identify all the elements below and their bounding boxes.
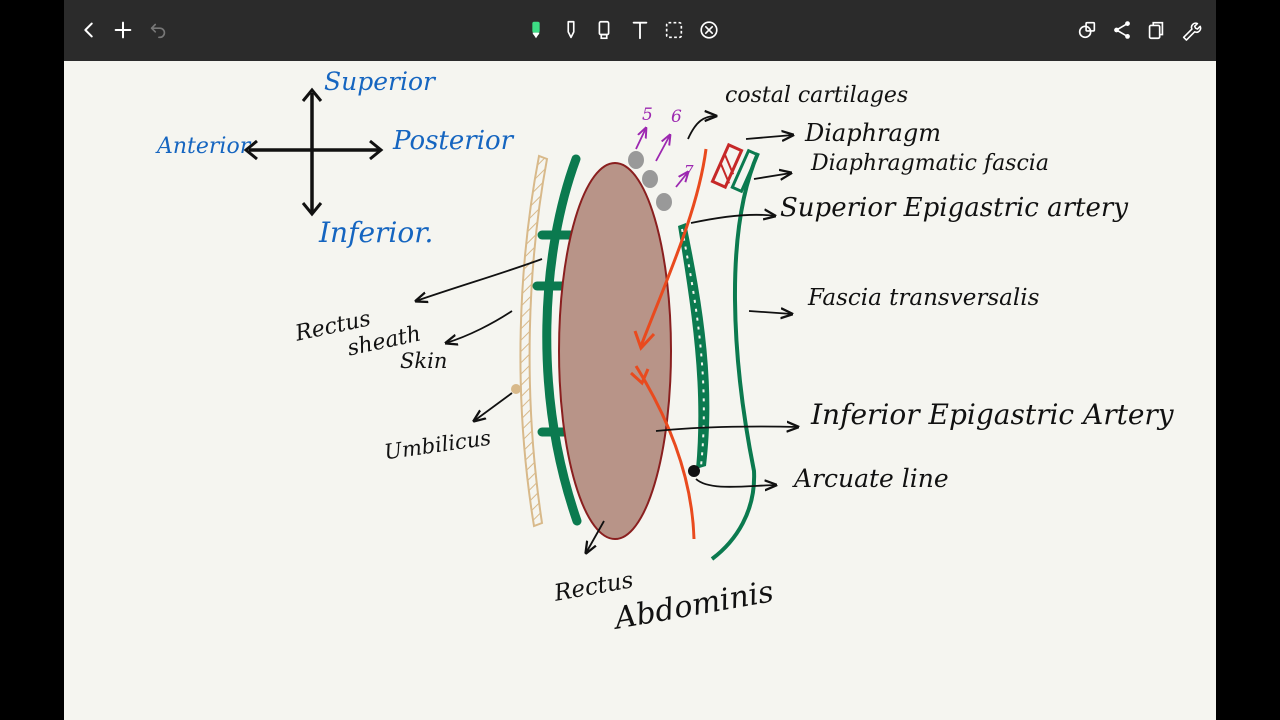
rib-number-7: 7 [684,162,694,180]
marker-icon[interactable] [556,15,586,45]
eraser-icon[interactable] [694,15,724,45]
rib-number-5: 5 [642,105,653,125]
orientation-cross [243,87,384,217]
diaphragmatic-fascia [730,148,760,194]
copy-icon[interactable] [1141,15,1171,45]
note-canvas[interactable]: Superior Anterior Posterior Inferior. 5 … [64,61,1216,720]
label-anterior: Anterior [157,134,251,159]
undo-icon[interactable] [143,15,173,45]
pen-icon[interactable] [521,15,551,45]
label-posterior: Posterior [393,126,514,156]
label-pointers [416,116,798,553]
superior-epigastric-artery [639,148,708,347]
share-icon[interactable] [1107,15,1137,45]
label-costal-cartilages: costal cartilages [725,83,909,108]
label-skin: Skin [400,349,448,373]
text-icon[interactable] [625,15,655,45]
label-diaphragm: Diaphragm [805,119,941,147]
label-superior: Superior [324,67,435,96]
highlighter-icon[interactable] [589,15,619,45]
fascia-transversalis [710,152,760,561]
anatomy-drawing [243,87,1216,561]
label-inferior: Inferior. [319,216,434,249]
rib-number-6: 6 [671,107,682,127]
umbilicus-marker [511,384,521,394]
add-icon[interactable] [108,15,138,45]
label-diaphragmatic-fascia: Diaphragmatic fascia [811,151,1049,176]
wrench-icon[interactable] [1176,15,1206,45]
rectus-abdominis-muscle [558,162,672,540]
shapes-icon[interactable] [1072,15,1102,45]
label-fascia-transversalis: Fascia transversalis [808,285,1040,311]
back-icon[interactable] [74,15,104,45]
label-arcuate-line: Arcuate line [794,464,949,493]
lasso-icon[interactable] [659,15,689,45]
costal-cartilages [628,128,688,211]
label-inferior-epigastric-artery: Inferior Epigastric Artery [811,398,1174,431]
inferior-epigastric-artery [634,365,696,540]
top-toolbar [64,0,1216,61]
skin-layer [519,154,549,528]
notes-app: Superior Anterior Posterior Inferior. 5 … [64,0,1216,720]
posterior-rectus-sheath [678,223,710,469]
arcuate-line-marker [688,465,700,477]
label-superior-epigastric-artery: Superior Epigastric artery [780,193,1129,223]
